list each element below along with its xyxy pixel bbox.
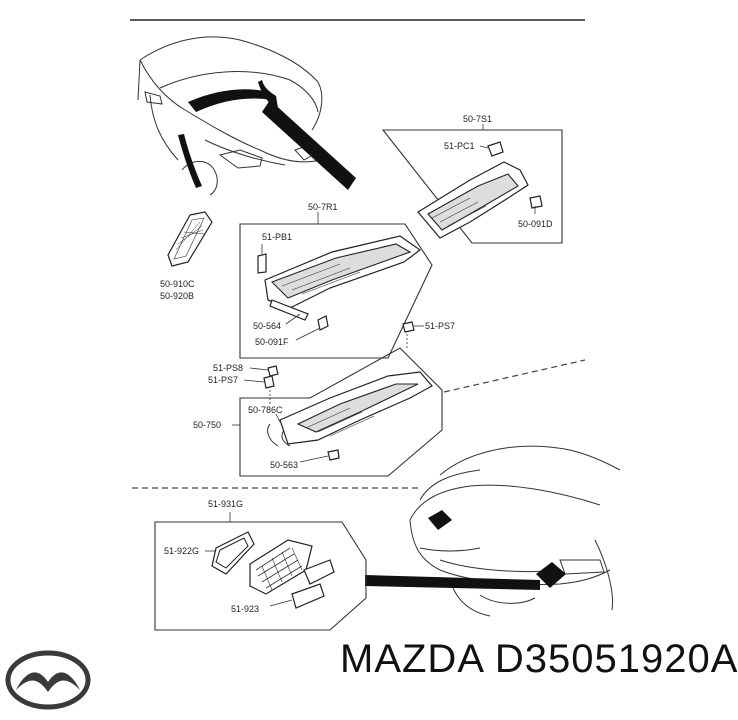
box-50-7R1 xyxy=(239,212,433,359)
fender-grille-part xyxy=(167,211,213,267)
box-50-750 xyxy=(232,347,443,477)
pointer-wedge xyxy=(262,100,356,190)
rear-vent-right xyxy=(536,562,566,588)
box-51-931G xyxy=(154,512,367,631)
cowl-strip xyxy=(188,89,272,112)
label-51-PC1: 51-PC1 xyxy=(444,141,475,151)
label-51-923: 51-923 xyxy=(231,604,259,614)
mazda-logo-icon xyxy=(5,650,91,710)
label-51-922G: 51-922G xyxy=(164,546,199,556)
part-caption: MAZDA D35051920A xyxy=(340,637,738,682)
label-50-091D: 50-091D xyxy=(518,219,553,229)
separator-diagonal xyxy=(443,359,586,393)
label-50-910C: 50-910C xyxy=(160,279,195,289)
label-50-563: 50-563 xyxy=(270,460,298,470)
box-50-7S1 xyxy=(381,124,563,244)
label-51-931G: 51-931G xyxy=(208,499,243,509)
label-50-564: 50-564 xyxy=(253,321,281,331)
label-51-PS7-lower: 51-PS7 xyxy=(208,375,238,385)
label-50-091F: 50-091F xyxy=(255,337,289,347)
label-50-786C: 50-786C xyxy=(248,405,283,415)
label-51-PB1: 51-PB1 xyxy=(262,232,292,242)
parts-diagram: 50-910C 50-920B 50-7S1 51-PC1 50-091D 50… xyxy=(130,19,621,631)
label-51-PS7-upper: 51-PS7 xyxy=(425,321,455,331)
label-50-750: 50-750 xyxy=(193,420,221,430)
label-50-7R1: 50-7R1 xyxy=(308,202,338,212)
rear-vent-left xyxy=(428,510,452,530)
front-car-illustration xyxy=(137,36,356,196)
clips-51-PS8-PS7 xyxy=(243,365,279,404)
label-51-PS8: 51-PS8 xyxy=(213,363,243,373)
rear-pointer xyxy=(365,575,540,590)
rear-car-illustration xyxy=(365,445,621,617)
brand-name: MAZDA xyxy=(340,637,483,681)
part-number: D35051920A xyxy=(494,637,738,681)
label-50-920B: 50-920B xyxy=(160,291,194,301)
label-50-7S1: 50-7S1 xyxy=(463,114,492,124)
clip-51-PS7-upper xyxy=(402,321,424,350)
